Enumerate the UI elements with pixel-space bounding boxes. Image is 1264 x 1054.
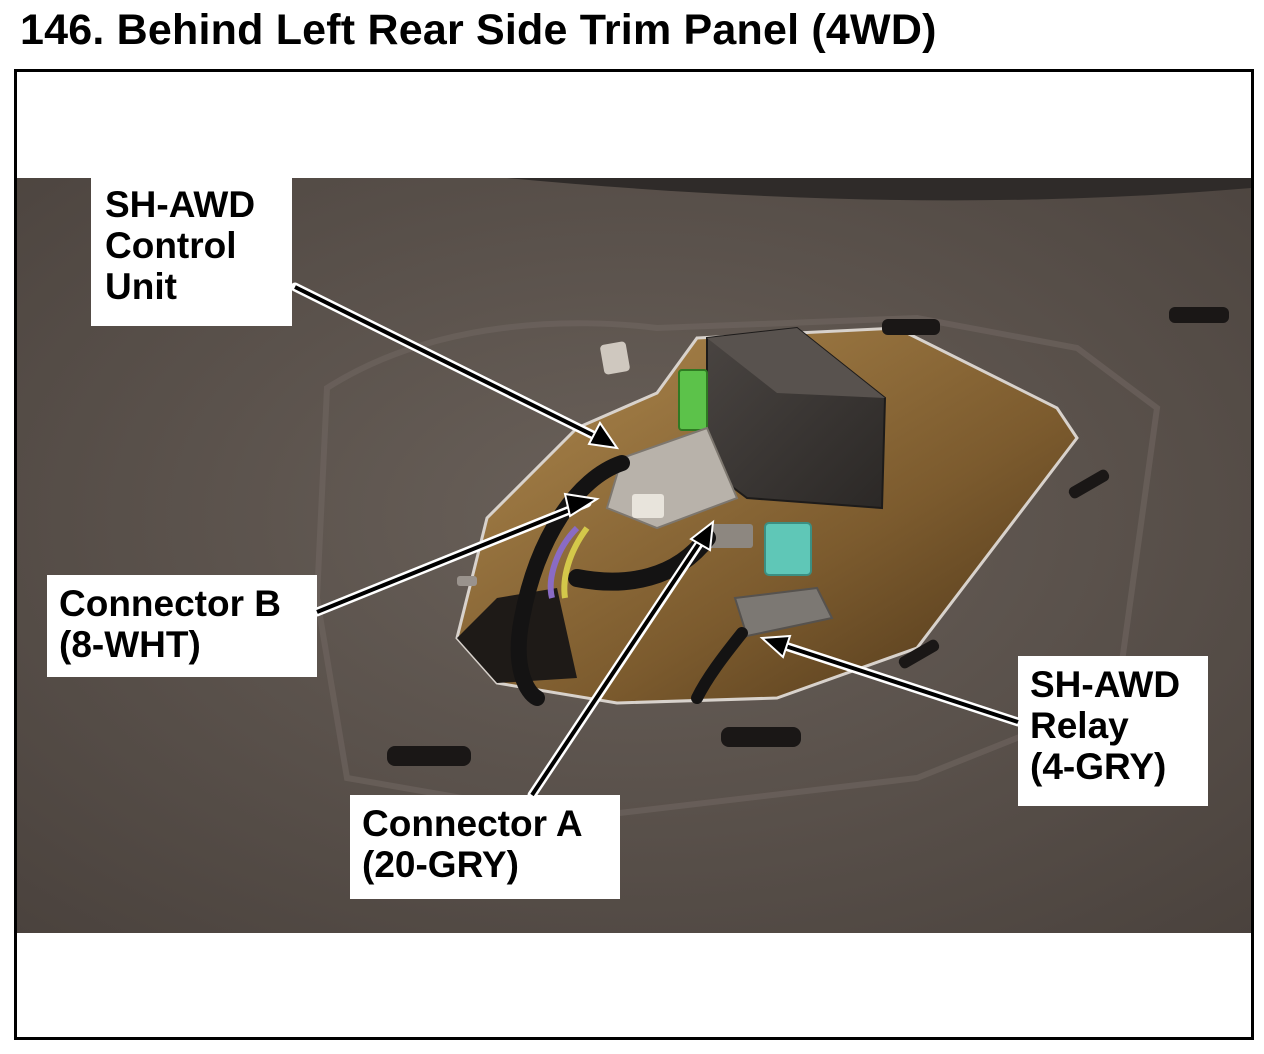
slot (721, 727, 801, 747)
callout-connector-b: Connector B (8-WHT) (47, 575, 317, 677)
slot (1169, 307, 1229, 323)
callout-line: SH-AWD (1030, 664, 1181, 705)
relay-body (764, 522, 812, 576)
slot (882, 319, 940, 335)
slot (1068, 469, 1110, 499)
callout-line: (8-WHT) (59, 624, 201, 665)
callout-line: Unit (105, 266, 177, 307)
callout-relay: SH-AWD Relay (4-GRY) (1018, 656, 1208, 806)
slot (457, 576, 477, 586)
callout-control-unit: SH-AWD Control Unit (91, 176, 292, 326)
control-unit-top (707, 328, 885, 398)
connector-a-body (707, 524, 753, 548)
callout-line: Relay (1030, 705, 1129, 746)
callout-line: Connector B (59, 583, 281, 624)
connector-b-body (632, 494, 664, 518)
relay-socket (733, 586, 834, 638)
callout-connector-a: Connector A (20-GRY) (350, 795, 620, 899)
callout-line: (4-GRY) (1030, 746, 1167, 787)
callout-line: SH-AWD (105, 184, 256, 225)
trim-clip (600, 341, 630, 375)
callout-line: (20-GRY) (362, 844, 519, 885)
upper-trim-edge (507, 178, 1251, 201)
callout-line: Control (105, 225, 237, 266)
green-connector (678, 369, 708, 431)
callout-line: Connector A (362, 803, 583, 844)
slot (387, 746, 471, 766)
figure-frame: SH-AWD Control Unit Connector B (8-WHT) … (14, 69, 1254, 1040)
page-title: 146. Behind Left Rear Side Trim Panel (4… (20, 6, 937, 54)
